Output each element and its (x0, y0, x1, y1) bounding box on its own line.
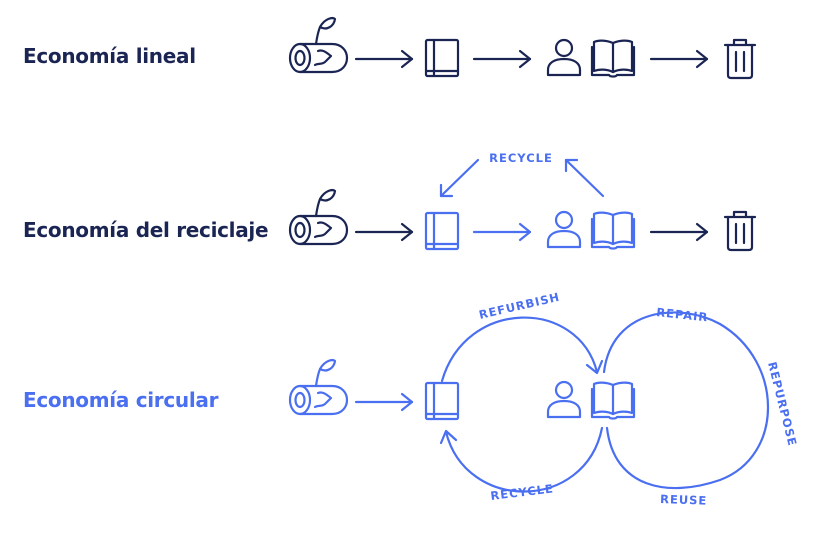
recycle-arc (444, 426, 604, 493)
repair-label: REPAIR (656, 305, 709, 324)
title-circular-economy: Economía circular (23, 388, 219, 412)
circular-row (288, 311, 770, 493)
person-icon (546, 210, 582, 249)
arrow-icon (354, 49, 414, 69)
arrow-icon (354, 222, 414, 242)
linear-row (288, 17, 757, 80)
arrow-icon (472, 222, 532, 242)
recycle-label: RECYCLE (489, 151, 553, 165)
recycle-up-arrow (564, 158, 605, 198)
title-linear-economy: Economía lineal (23, 44, 196, 68)
person-icon (546, 380, 582, 419)
title-recycling-economy: Economía del reciclaje (23, 218, 269, 242)
log-icon (288, 359, 349, 416)
recycling-row: RECYCLE (288, 151, 757, 252)
arrowhead (439, 429, 458, 445)
reuse-label: REUSE (660, 492, 708, 508)
open-book-icon (590, 211, 636, 250)
log-icon (288, 189, 349, 246)
recycle-label: RECYCLE (490, 481, 555, 503)
log-icon (288, 17, 349, 74)
reuse-loop (602, 311, 770, 490)
arrow-icon (649, 222, 709, 242)
book-icon (424, 381, 460, 421)
person-icon (546, 38, 582, 77)
arrow-icon (354, 392, 414, 412)
recycle-down-arrow (439, 158, 480, 198)
open-book-icon (590, 39, 636, 78)
repurpose-label: REPURPOSE (765, 360, 800, 447)
trash-can-icon (723, 38, 757, 80)
book-icon (424, 38, 460, 78)
open-book-icon (590, 381, 636, 420)
book-icon (424, 211, 460, 251)
trash-can-icon (723, 210, 757, 252)
arrow-icon (649, 49, 709, 69)
arrow-icon (472, 49, 532, 69)
refurbish-arc (440, 316, 599, 383)
arrowhead (585, 359, 604, 375)
